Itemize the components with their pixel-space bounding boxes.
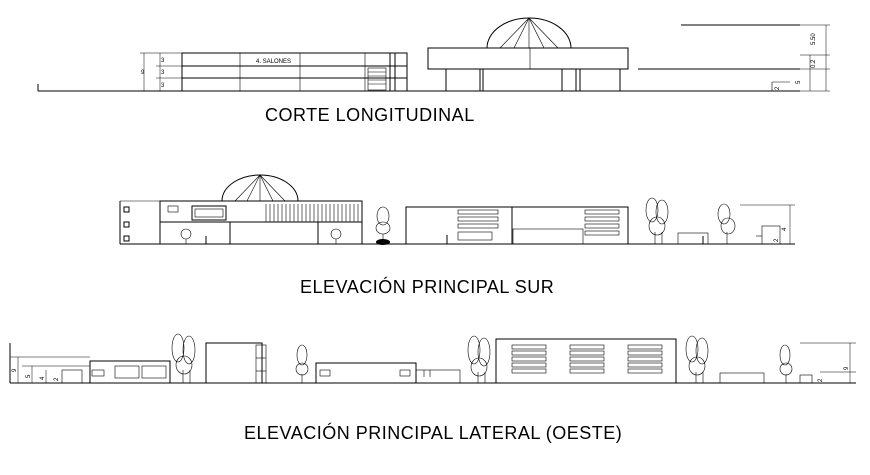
dim-text: 9 xyxy=(12,368,18,372)
salones-label: 4. SALONES xyxy=(256,59,291,65)
dim-text: 5.50 xyxy=(811,33,817,45)
west-elevation-drawing: 9 5 4 2 xyxy=(9,333,856,384)
dim-text: 4 xyxy=(40,376,46,380)
south-elevation-drawing: 4 2 xyxy=(119,174,795,245)
section-drawing: 4. SALONES 9 3 3 3 xyxy=(37,17,830,92)
dim-text: 2 xyxy=(775,86,781,90)
section-title: CORTE LONGITUDINAL xyxy=(265,105,475,125)
dim-text: 5 xyxy=(26,374,32,378)
west-elevation-title: ELEVACIÓN PRINCIPAL LATERAL (OESTE) xyxy=(244,423,623,443)
dim-text: 3 xyxy=(161,83,165,89)
dim-text: 2 xyxy=(54,377,60,381)
south-elevation-title: ELEVACIÓN PRINCIPAL SUR xyxy=(300,277,555,297)
dim-text: 3 xyxy=(161,58,165,64)
dim-text: 0.2 xyxy=(811,59,817,68)
dim-text: 2 xyxy=(818,378,824,382)
dim-text: 2 xyxy=(774,238,780,242)
dim-text: 5 xyxy=(796,80,802,84)
dim-text: 9 xyxy=(844,366,850,370)
dim-text: 9 xyxy=(141,70,145,76)
dim-text: 4 xyxy=(782,227,788,231)
dim-text: 3 xyxy=(161,70,165,76)
